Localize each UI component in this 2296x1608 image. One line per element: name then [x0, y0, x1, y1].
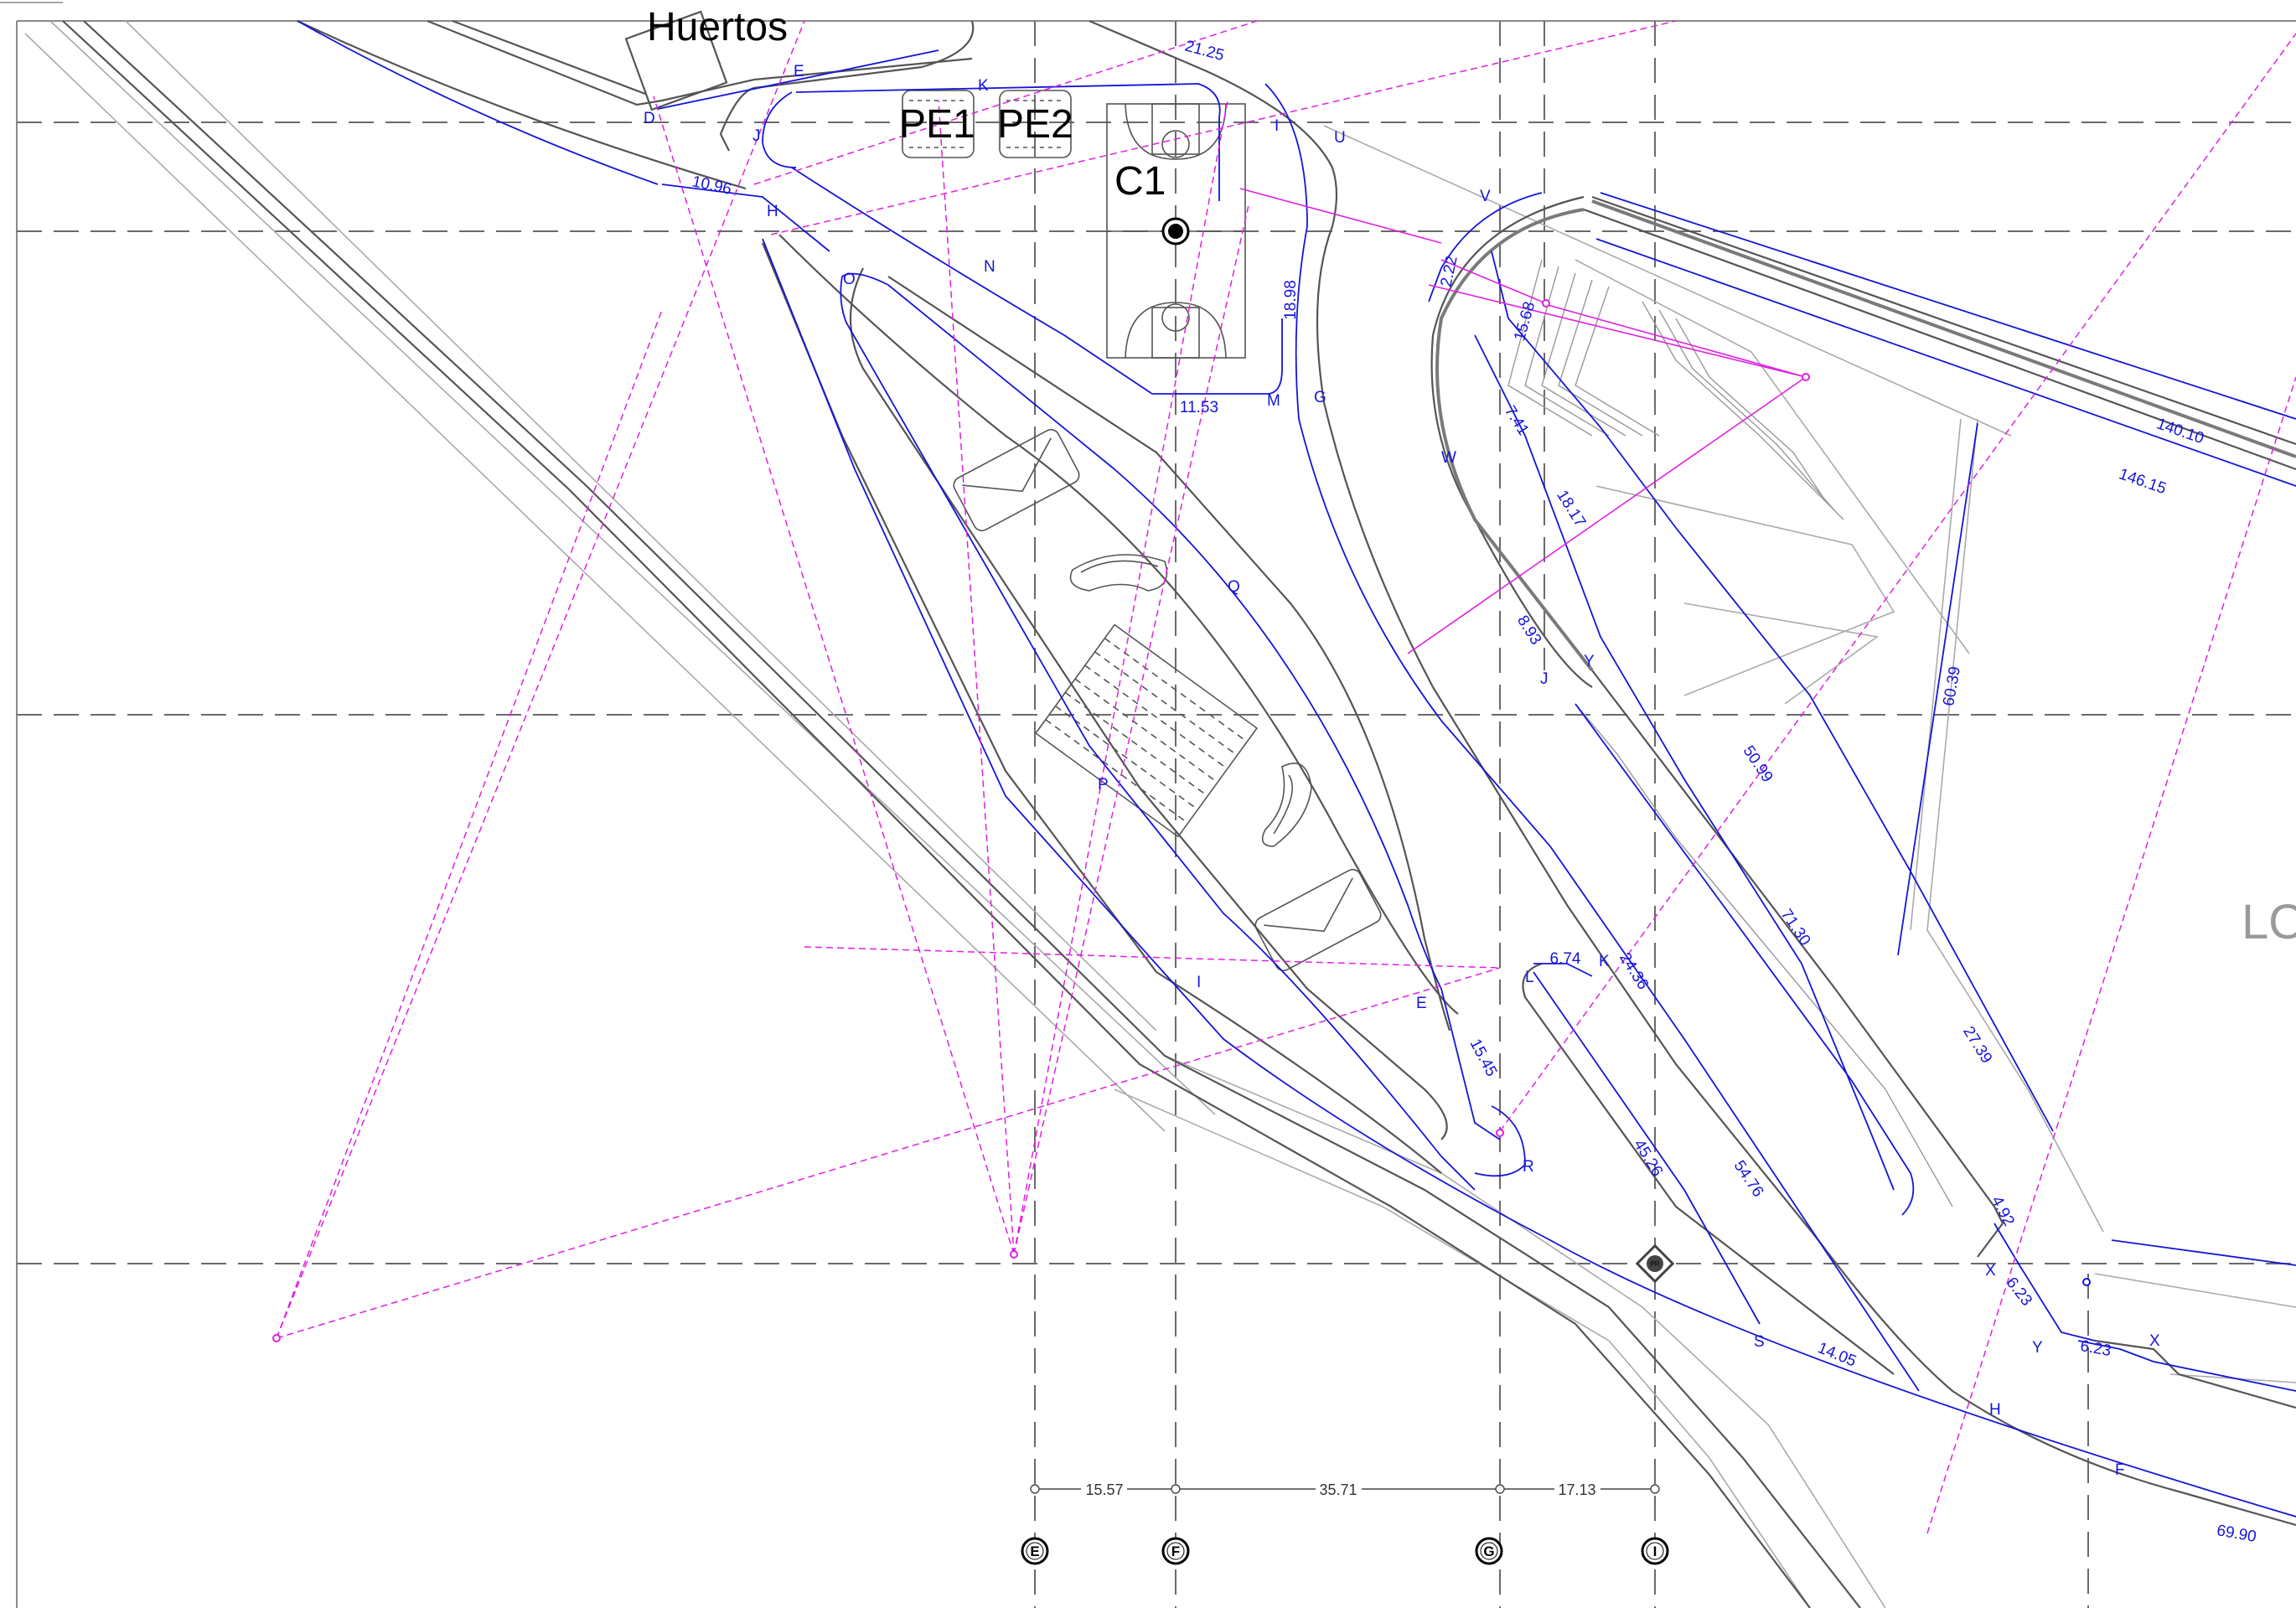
- svg-text:G: G: [1314, 389, 1326, 406]
- dim-4-92: 4.92: [1988, 1193, 2018, 1229]
- svg-text:G: G: [1483, 1543, 1494, 1559]
- grid-axes: [17, 21, 2296, 1608]
- svg-text:V: V: [1480, 188, 1491, 205]
- svg-text:X: X: [2149, 1332, 2160, 1350]
- main-outlines: [62, 10, 2296, 1608]
- label-huertos: Huertos: [647, 5, 788, 49]
- dim-10-96: 10.96: [690, 173, 733, 198]
- svg-text:E: E: [1416, 995, 1427, 1012]
- axis-spacing-g-i: 17.13: [1558, 1481, 1595, 1498]
- stepped-seating: [1507, 259, 1953, 1207]
- park-furniture: [953, 428, 1382, 972]
- svg-text:K: K: [1599, 953, 1610, 970]
- dim-6-74: 6.74: [1550, 950, 1581, 968]
- dim-69-90: 69.90: [2216, 1522, 2257, 1546]
- label-pe2: PE2: [997, 102, 1073, 147]
- dim-7-41: 7.41: [1501, 403, 1532, 438]
- dim-2-22: 2.22: [1438, 255, 1461, 289]
- svg-text:Y: Y: [1584, 653, 1595, 670]
- axis-bubble-g: G: [1475, 1537, 1503, 1565]
- right-road-band: [1435, 199, 2296, 672]
- axis-spacings: 15.57 35.71 17.13: [1081, 1479, 1600, 1498]
- dim-24-36: 24.36: [1616, 949, 1652, 992]
- label-pe1: PE1: [899, 102, 975, 147]
- label-lo: LO: [2242, 895, 2296, 949]
- dim-54-76: 54.76: [1730, 1157, 1767, 1200]
- svg-text:L: L: [1525, 969, 1534, 986]
- dim-50-99: 50.99: [1740, 742, 1776, 785]
- dim-15-45: 15.45: [1466, 1036, 1500, 1079]
- svg-text:N: N: [984, 258, 995, 276]
- centre-points: [272, 299, 2091, 1342]
- dimension-labels: 21.25 10.96 11.53 18.98 2.22 15.68 7.41 …: [690, 38, 2257, 1547]
- svg-text:Q: Q: [1228, 578, 1240, 596]
- svg-text:F: F: [1171, 1543, 1180, 1559]
- segment-letters: E D K J H I U V N O G M W Q P I E L K R …: [644, 63, 2160, 1479]
- svg-text:H: H: [767, 203, 778, 220]
- svg-text:M: M: [1267, 392, 1280, 410]
- dim-6-23-b: 6.23: [2079, 1337, 2112, 1360]
- dim-146-15: 146.15: [2117, 465, 2169, 498]
- axis-bubble-f: F: [1161, 1537, 1190, 1565]
- svg-text:D: D: [644, 110, 655, 127]
- svg-text:R: R: [1523, 1158, 1534, 1176]
- axis-spacing-e-f: 15.57: [1085, 1481, 1123, 1498]
- dim-18-98: 18.98: [1282, 280, 1300, 320]
- svg-text:PR: PR: [1650, 1260, 1659, 1268]
- svg-text:S: S: [1754, 1333, 1765, 1351]
- survey-marker-road: PR: [1635, 1243, 1675, 1284]
- dim-8-93: 8.93: [1513, 613, 1544, 648]
- survey-marker-court: PR: [1161, 217, 1190, 246]
- svg-text:I: I: [1275, 117, 1279, 135]
- axis-spacing-f-g: 35.71: [1319, 1481, 1357, 1498]
- label-c1: C1: [1114, 159, 1166, 204]
- svg-text:J: J: [1540, 670, 1549, 688]
- context-lines: [24, 20, 2296, 1608]
- svg-text:W: W: [1441, 449, 1456, 467]
- svg-text:PR: PR: [1171, 228, 1180, 235]
- dim-60-39: 60.39: [1940, 665, 1964, 707]
- svg-text:E: E: [1030, 1543, 1039, 1559]
- svg-text:H: H: [1989, 1401, 2001, 1419]
- construction-lines: [276, 20, 2296, 1534]
- svg-text:P: P: [1098, 776, 1109, 794]
- svg-text:I: I: [1197, 974, 1201, 991]
- svg-text:F: F: [2115, 1461, 2125, 1479]
- dim-11-53: 11.53: [1180, 399, 1218, 416]
- radius-lines: [1239, 188, 1807, 654]
- svg-text:I: I: [1653, 1543, 1657, 1559]
- dim-6-23-a: 6.23: [2003, 1275, 2035, 1310]
- svg-text:U: U: [1334, 129, 1346, 147]
- svg-text:O: O: [843, 271, 856, 288]
- svg-text:E: E: [794, 63, 804, 80]
- svg-text:K: K: [978, 77, 989, 95]
- svg-text:J: J: [752, 127, 761, 145]
- dim-21-25: 21.25: [1183, 38, 1226, 65]
- picnic-areas: [902, 90, 1072, 158]
- axis-bubble-e: E: [1021, 1537, 1049, 1565]
- svg-text:X: X: [1985, 1262, 1996, 1280]
- dim-45-26: 45.26: [1630, 1136, 1666, 1179]
- setting-out-lines: [297, 20, 2296, 1518]
- axis-bubble-i: I: [1641, 1537, 1669, 1565]
- dim-71-30: 71.30: [1777, 906, 1814, 949]
- svg-text:Y: Y: [2032, 1339, 2043, 1357]
